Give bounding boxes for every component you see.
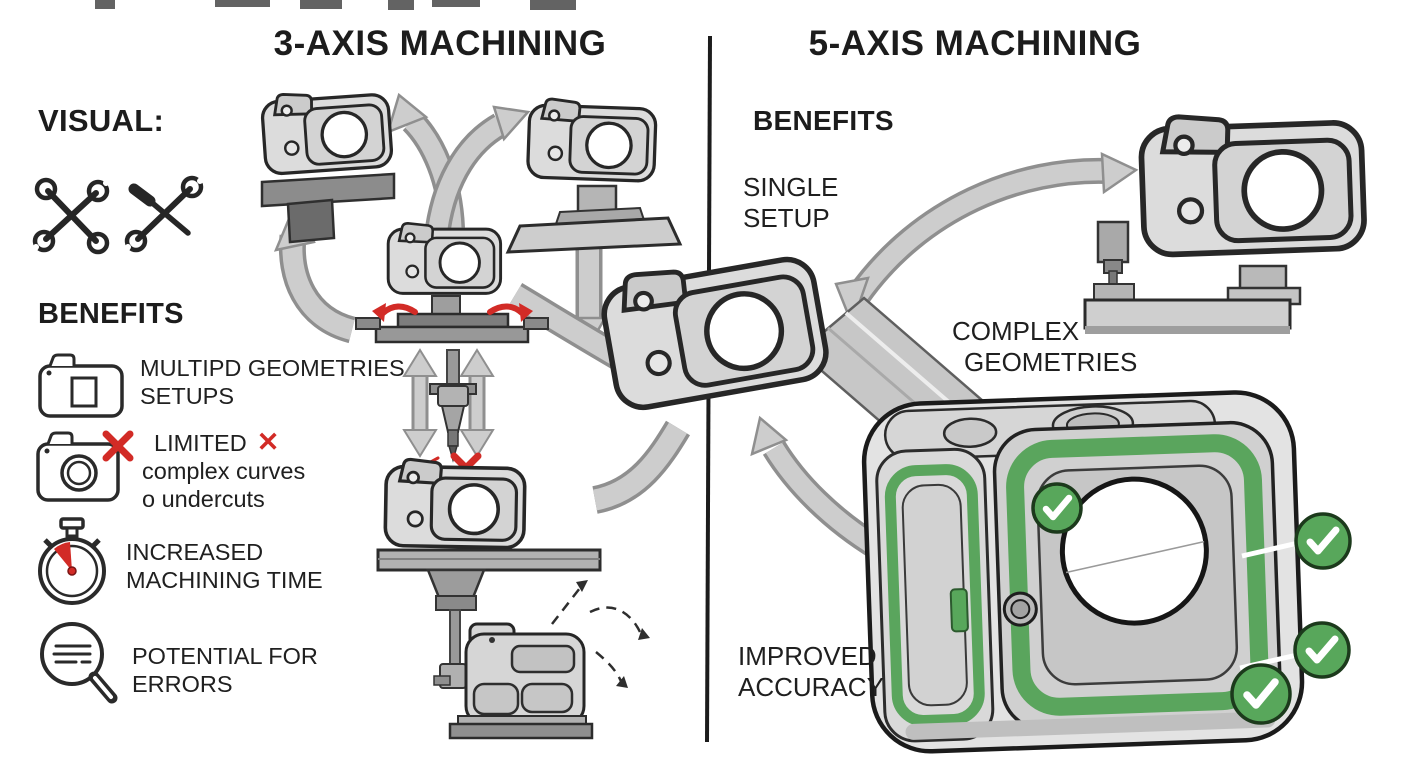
screwdriver-wrench-icon <box>121 175 207 256</box>
x-mark: ✕ <box>256 427 280 457</box>
single-setup-fixture <box>1083 220 1302 334</box>
flow-band <box>592 422 688 511</box>
machined-zone-green <box>1006 434 1269 716</box>
check-icon <box>1243 678 1279 709</box>
right-benefits-heading: BENEFITS <box>753 105 894 136</box>
check-badge <box>1294 512 1352 570</box>
magnifier-icon <box>40 622 118 704</box>
cutaway-camera <box>861 390 1305 754</box>
left-panel-title: 3-AXIS MACHINING <box>273 24 607 63</box>
crossed-wrenches-icon <box>30 175 113 256</box>
benefit-item: LIMITED ✕ complex curves o undercuts <box>34 420 305 513</box>
camera-body-icon <box>38 353 124 418</box>
fixture-stem <box>286 198 336 244</box>
camera-part <box>383 457 527 550</box>
camera-limited-icon <box>36 430 134 502</box>
single-setup-label: SINGLE SETUP <box>743 172 839 233</box>
benefit-line: ERRORS <box>132 671 233 697</box>
check-connector <box>1241 540 1299 559</box>
complex-geometries-label: COMPLEX GEOMETRIES <box>952 316 1138 377</box>
z-axis-arrow <box>402 348 438 458</box>
improved-accuracy-label: IMPROVED ACCURACY <box>738 641 884 702</box>
check-badge <box>1230 663 1292 725</box>
stopwatch-icon <box>38 517 106 605</box>
finished-camera <box>1140 110 1365 255</box>
camera-part <box>525 96 659 184</box>
benefit-item: MULTIPD GEOMETRIES SETUPS <box>34 344 405 420</box>
machined-zone-green <box>884 464 985 727</box>
machined-zone-green <box>949 588 969 633</box>
tools-icons <box>30 175 207 256</box>
benefit-line: complex curves <box>142 458 306 484</box>
left-benefits-heading: BENEFITS <box>38 298 184 330</box>
benefit-line: MACHINING TIME <box>126 567 323 593</box>
benefit-line: MULTIPD GEOMETRIES <box>140 355 405 381</box>
setup-change-arrow <box>425 105 531 231</box>
single-setup-arrow <box>834 151 1139 328</box>
spindle-tool <box>429 349 477 463</box>
dashed-motion-arrow <box>616 676 628 688</box>
check-badge <box>1293 621 1351 679</box>
spindle-head-camera <box>598 244 830 411</box>
fixture-shaft <box>449 609 461 669</box>
fixture-stand <box>576 184 618 214</box>
camera-part <box>386 221 503 295</box>
rotation-arrow-icon <box>380 303 525 316</box>
rotation-arrow-icon <box>372 303 386 322</box>
rotary-plate <box>396 312 510 329</box>
rotary-tab <box>523 317 549 330</box>
benefit-line: POTENTIAL FOR <box>132 643 318 669</box>
lens-opening <box>1059 476 1209 626</box>
check-badge <box>1031 482 1083 534</box>
cropped-artifact <box>300 0 342 9</box>
visual-heading: VISUAL: <box>38 103 165 138</box>
check-icon <box>1306 526 1340 555</box>
five-axis-illustration <box>0 0 1365 754</box>
machined-blank <box>448 622 594 740</box>
dashed-motion-arrow <box>638 628 650 640</box>
fixture-plate <box>260 172 396 208</box>
cropped-artifact <box>432 0 480 7</box>
cropped-artifact <box>95 0 115 9</box>
benefit-line: LIMITED <box>154 430 247 456</box>
benefit-line: SETUPS <box>140 383 235 409</box>
benefit-item: POTENTIAL FOR ERRORS <box>34 618 318 714</box>
fixture-plate <box>505 216 683 254</box>
dashed-motion-arrow <box>576 580 588 592</box>
benefit-item: INCREASED MACHINING TIME <box>30 516 323 608</box>
camera-part <box>259 85 395 177</box>
accuracy-arrow <box>750 415 885 560</box>
rotation-arrow-icon <box>519 303 533 322</box>
cropped-artifact <box>530 0 576 10</box>
rotary-plate <box>374 325 530 344</box>
cropped-artifact <box>388 0 414 10</box>
check-icon <box>1305 635 1339 664</box>
cropped-artifact <box>215 0 270 7</box>
benefit-line: o undercuts <box>142 486 265 512</box>
three-axis-illustration <box>259 85 691 740</box>
benefit-line: INCREASED <box>126 539 264 565</box>
right-panel-title: 5-AXIS MACHINING <box>808 24 1142 63</box>
rotary-tab <box>355 317 381 330</box>
check-icon <box>1042 494 1073 521</box>
